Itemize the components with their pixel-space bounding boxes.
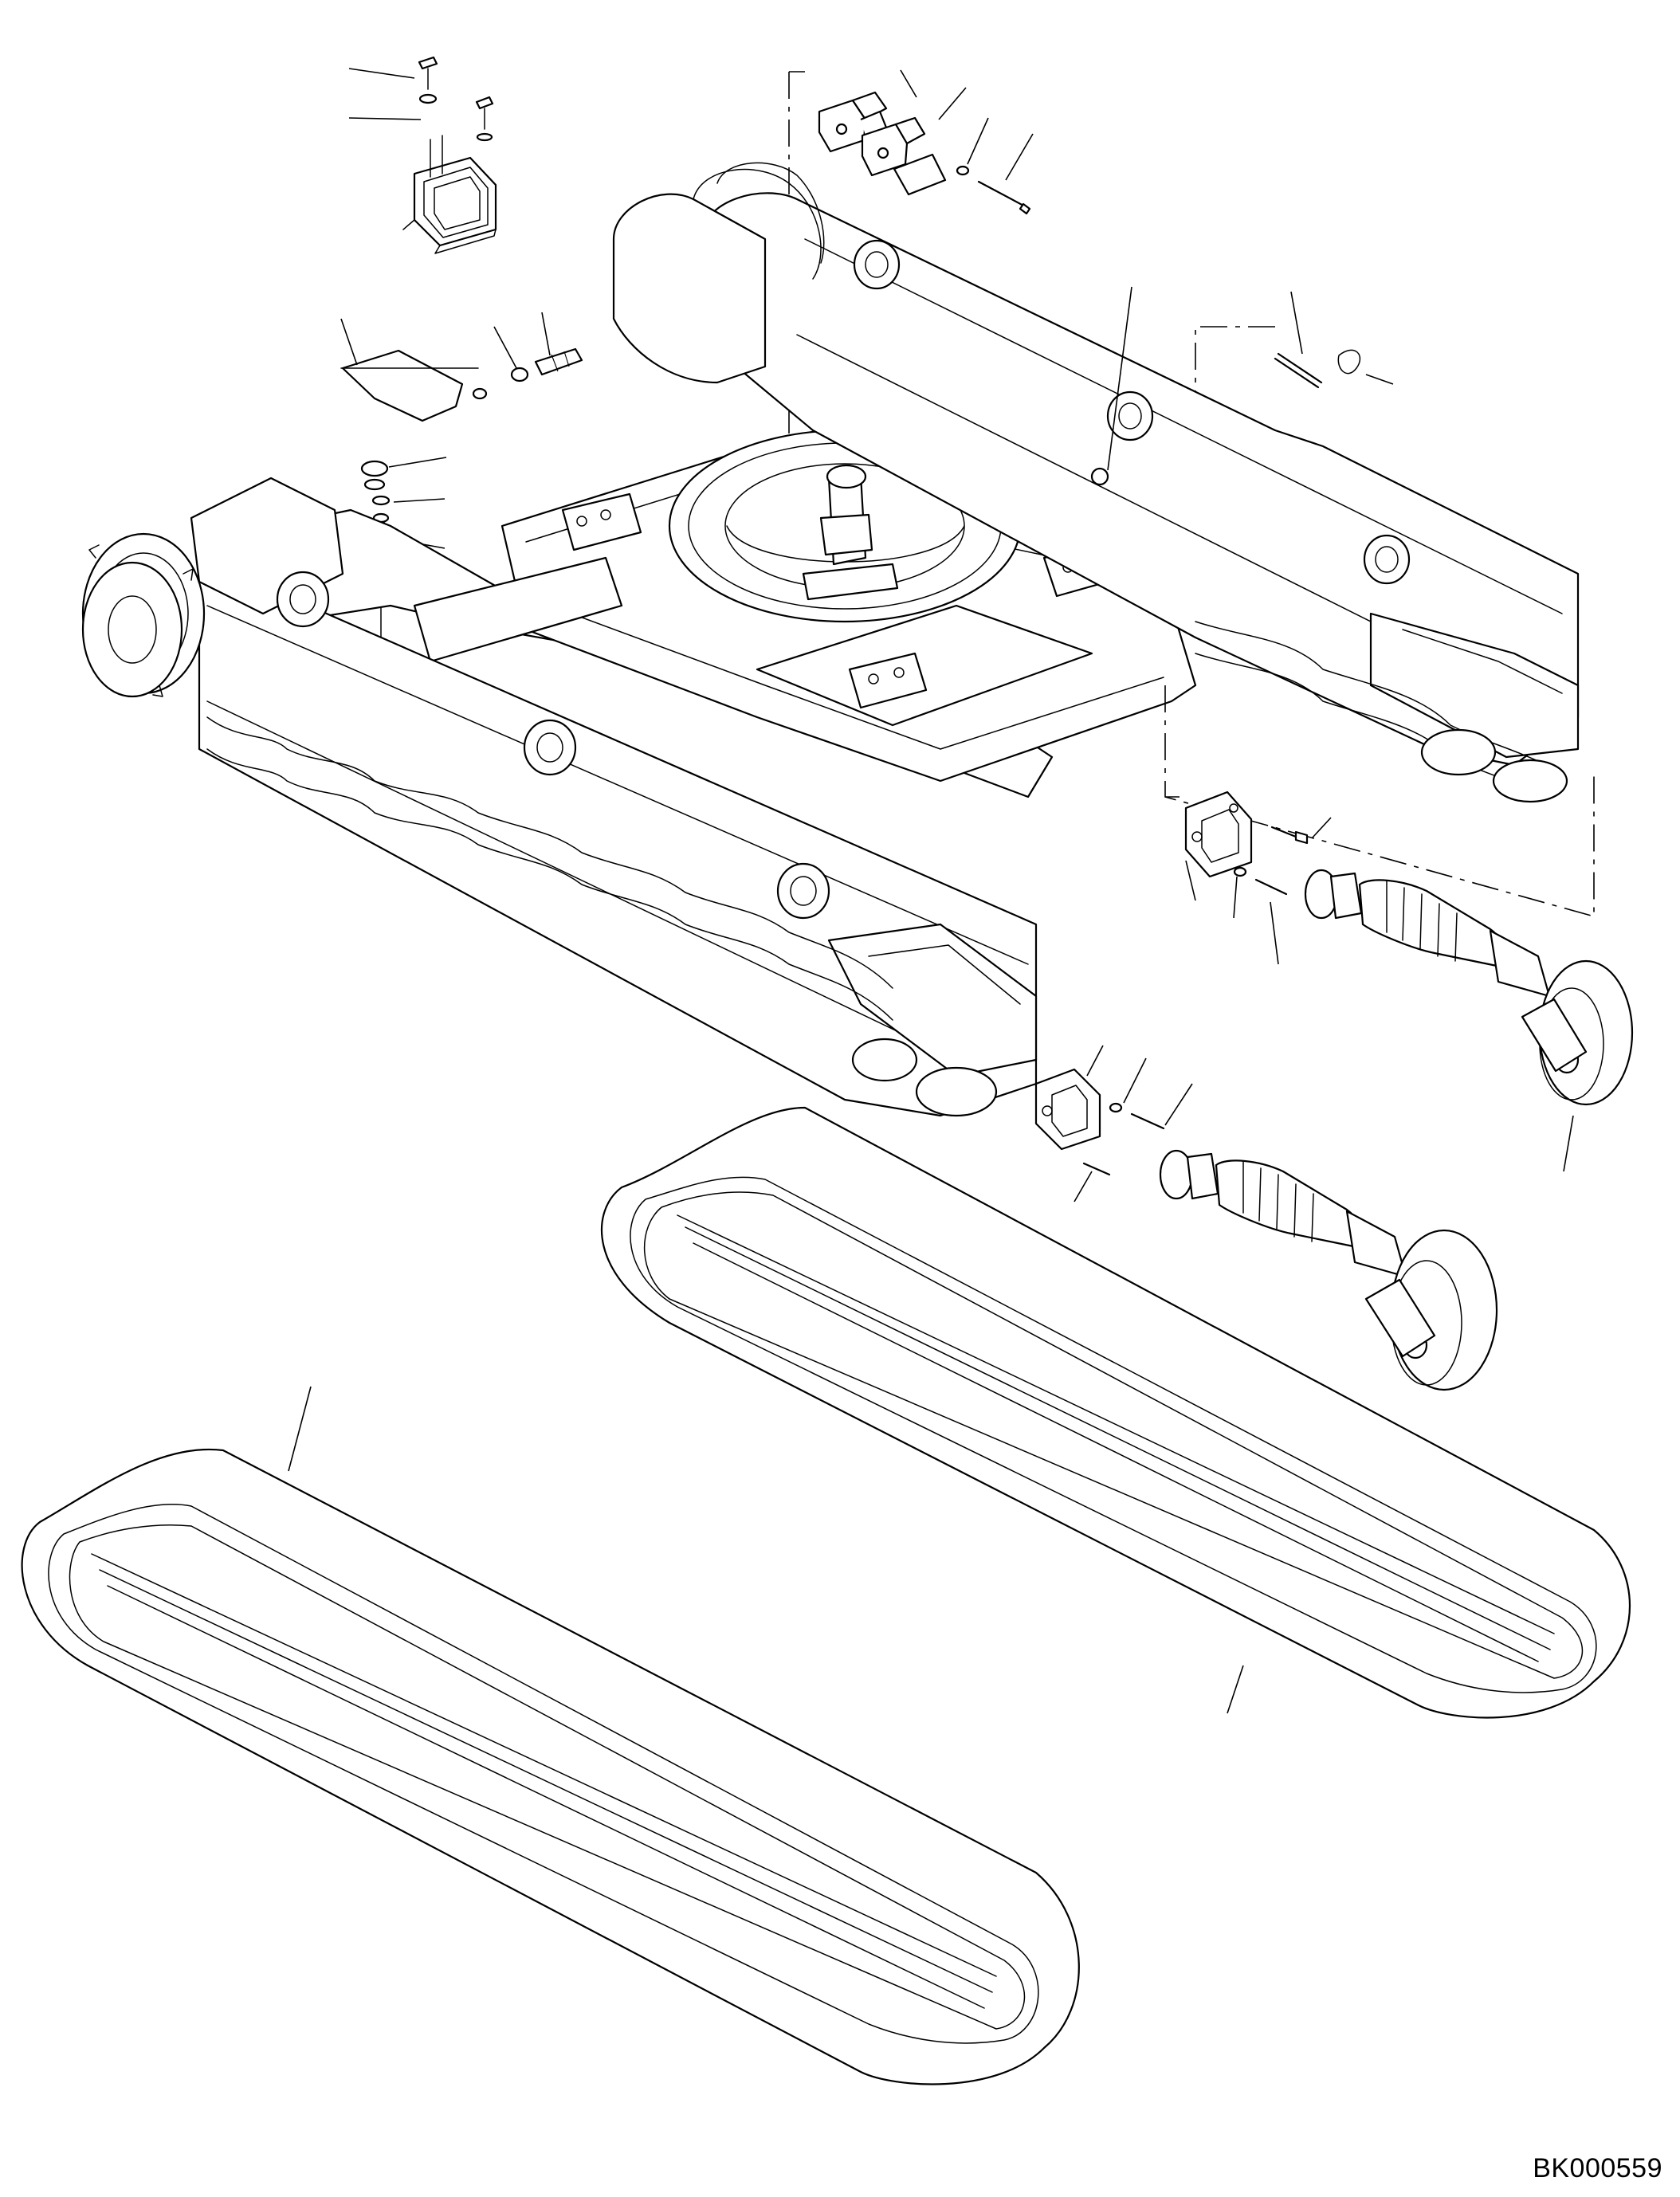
upper-idler-assembly (1184, 791, 1634, 1172)
left-rollers (276, 571, 830, 920)
rubber-track-lower (21, 1386, 1080, 2085)
left-sprocket (81, 532, 206, 698)
left-bottom-rollers (206, 716, 998, 1117)
right-sprocket (693, 162, 825, 280)
left-side-frame (190, 477, 1038, 1117)
rubber-track-upper (600, 1106, 1631, 1719)
lower-idler-assembly (1034, 1045, 1498, 1391)
hose-clamp-parts (818, 69, 1034, 215)
cover-plate-parts (340, 312, 583, 422)
cover-bracket-assembly (348, 56, 497, 254)
right-bottom-rollers (1195, 621, 1568, 803)
assembly-lines (1164, 685, 1595, 918)
drawing-code-label: BK000559 (1533, 2153, 1662, 2183)
right-rollers (853, 239, 1411, 585)
center-line (788, 71, 805, 522)
right-side-frame (612, 192, 1580, 767)
